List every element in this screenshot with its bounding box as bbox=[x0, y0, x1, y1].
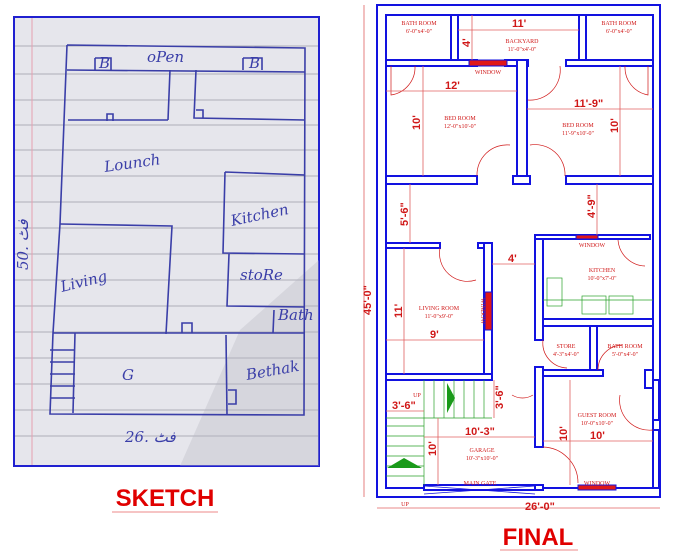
room-size: 5'-0"x4'-0" bbox=[612, 352, 639, 358]
sink-icon bbox=[546, 277, 563, 307]
stove-icon bbox=[581, 295, 607, 315]
room-name: BACKYARD bbox=[505, 39, 539, 45]
sketch-label-b-left: B bbox=[98, 54, 110, 72]
stair-arrow-icon bbox=[447, 383, 455, 413]
window-living bbox=[484, 291, 493, 331]
dim-bed2-width: 11'-9" bbox=[574, 98, 603, 110]
dimension-lines bbox=[363, 5, 660, 509]
room-name: GUEST ROOM bbox=[578, 413, 617, 419]
room-size: 10'-0"x10'-0" bbox=[581, 421, 614, 427]
dim-bed1-width: 12' bbox=[445, 80, 460, 92]
ruled-lines bbox=[15, 45, 318, 437]
room-size: 11'-9"x10'-0" bbox=[562, 131, 594, 137]
dim-living-depth: 11' bbox=[393, 303, 405, 318]
dim-lounge-left: 5'-6" bbox=[399, 202, 411, 226]
window-guest bbox=[577, 484, 617, 491]
stair-up-label: UP bbox=[413, 393, 421, 399]
dim-guest-width: 10' bbox=[590, 430, 605, 442]
room-name: BED ROOM bbox=[444, 116, 476, 122]
dim-total-width: 26'-0" bbox=[525, 501, 555, 513]
sketch-walls bbox=[49, 44, 306, 416]
window-label: WINDOW bbox=[479, 298, 485, 325]
kitchen-fixtures bbox=[543, 277, 653, 315]
room-name: LIVING ROOM bbox=[419, 306, 460, 312]
room-name: BATH ROOM bbox=[607, 344, 643, 350]
dimension-labels: 11' 4' 12' 10' 11'-9" 10' 5'-6" 4'-9" 4'… bbox=[362, 18, 621, 513]
room-name: BED ROOM bbox=[562, 123, 594, 129]
sketch-width-label: 26. فٹ bbox=[124, 428, 176, 446]
room-name: BATH ROOM bbox=[601, 21, 637, 27]
dim-passage: 4' bbox=[508, 253, 517, 265]
dim-garage-width: 10'-3" bbox=[465, 426, 495, 438]
sketch-photo: oPen B B Lounch Kitchen Living stoRe Bat… bbox=[13, 16, 320, 467]
window-label: WINDOW bbox=[579, 243, 606, 249]
dim-bed2-depth: 10' bbox=[609, 118, 621, 133]
dim-guest-depth: 10' bbox=[558, 426, 570, 441]
dim-lounge-right: 4'-9" bbox=[586, 194, 598, 218]
dim-stair-gap: 3'-6" bbox=[494, 385, 506, 409]
windows bbox=[468, 59, 617, 491]
window-label: WINDOW bbox=[475, 70, 502, 76]
stair-up-label: UP bbox=[401, 502, 409, 508]
room-size: 11'-0"x4'-0" bbox=[508, 47, 537, 53]
room-name: GARAGE bbox=[470, 448, 495, 454]
sketch-label-garage: G bbox=[122, 366, 134, 384]
dim-backyard-depth: 4' bbox=[461, 38, 473, 47]
main-gate-label: MAIN GATE bbox=[464, 481, 497, 487]
dim-backyard-width: 11' bbox=[512, 18, 527, 30]
room-size: 12'-0"x10'-0" bbox=[444, 124, 477, 130]
room-labels: BATH ROOM 6'-0"x4'-0" BACKYARD 11'-0"x4'… bbox=[401, 21, 643, 508]
room-size: 11'-0"x9'-0" bbox=[425, 314, 454, 320]
dim-bed1-depth: 10' bbox=[411, 115, 423, 130]
final-caption: FINAL bbox=[503, 524, 574, 551]
floor-plan: 11' 4' 12' 10' 11'-9" 10' 5'-6" 4'-9" 4'… bbox=[362, 4, 661, 513]
room-size: 10'-3"x10'-0" bbox=[466, 456, 499, 462]
doors bbox=[390, 65, 654, 484]
room-name: STORE bbox=[557, 344, 576, 350]
dim-total-length: 45'-0" bbox=[362, 285, 374, 315]
window-backyard bbox=[468, 59, 508, 67]
room-size: 6'-0"x4'-0" bbox=[406, 29, 433, 35]
main-gate-icon bbox=[423, 485, 536, 495]
sketch-length-label: 50. فٹ bbox=[14, 219, 32, 270]
room-name: KITCHEN bbox=[589, 268, 616, 274]
sketch-label-store: stoRe bbox=[240, 266, 283, 284]
sketch-label-b-right: B bbox=[248, 54, 260, 72]
sketch-caption: SKETCH bbox=[116, 485, 215, 512]
sketch-label-open: oPen bbox=[147, 48, 184, 66]
sketch-label-bath: Bath bbox=[277, 306, 314, 324]
dim-garage-depth: 10' bbox=[427, 441, 439, 456]
stove-icon bbox=[608, 295, 634, 315]
staircase bbox=[386, 380, 536, 495]
stair-arrow-icon bbox=[387, 458, 422, 468]
room-size: 6'-0"x4'-0" bbox=[606, 29, 633, 35]
room-name: BATH ROOM bbox=[401, 21, 437, 27]
room-size: 10'-0"x7'-0" bbox=[587, 276, 617, 282]
dim-stair-width: 3'-6" bbox=[392, 400, 416, 412]
room-size: 4'-3"x4'-0" bbox=[553, 352, 580, 358]
window-label: WINDOW bbox=[584, 481, 611, 487]
dim-living-width: 9' bbox=[430, 329, 439, 341]
window-kitchen bbox=[575, 234, 599, 240]
